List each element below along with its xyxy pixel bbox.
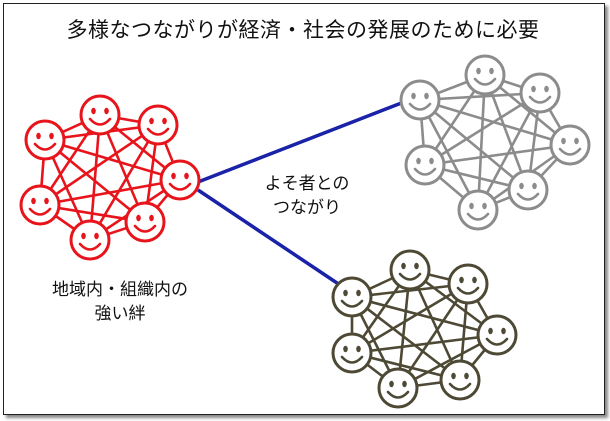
smiley-face-icon [69,219,111,261]
smiley-face-icon [519,72,561,114]
local-label-line2: 強い絆 [94,304,146,324]
smiley-face-icon [457,189,499,231]
smiley-face-icon [507,169,549,211]
bridge-line-to-gray-cluster [197,100,405,184]
smiley-face-icon [404,144,446,186]
cluster-edge [418,99,480,211]
smiley-face-icon [377,367,419,409]
cluster-edge [476,92,542,211]
smiley-face-icon [476,314,518,356]
cluster-edge [424,143,571,167]
cluster-edge [39,123,159,207]
smiley-face-icon [549,124,591,166]
cluster-edge [88,114,102,241]
local-label-line1: 地域内・組織内の [52,280,188,300]
smiley-face-icon [137,104,179,146]
smiley-face-icon [124,201,166,243]
smiley-face-icon [464,54,506,96]
smiley-face-icon [389,249,431,291]
cluster-edge [351,282,469,355]
smiley-face-icon [399,79,441,121]
outsider-connection-label: よそ者との つながり [232,172,382,220]
smiley-face-icon [447,263,489,305]
cluster-local [19,94,201,261]
cluster-edge [419,98,571,147]
cluster-edge [44,138,146,224]
cluster-edge [419,99,529,191]
smiley-face-icon [159,159,201,201]
smiley-face-icon [439,359,481,401]
bridge-line-to-olive-cluster [197,188,341,287]
bridge-lines [197,100,405,287]
outsider-label-line1: よそ者との [264,174,350,194]
smiley-face-icon [79,94,121,136]
cluster-edge [39,178,181,207]
cluster-edge [396,283,470,389]
smiley-face-icon [24,119,66,161]
cluster-edge [88,124,160,241]
smiley-face-icon [331,332,373,374]
cluster-edge [351,295,498,337]
smiley-face-icon [19,184,61,226]
cluster-edge [351,295,461,382]
cluster-edge [351,333,498,355]
diagram-title: 多様なつながりが経済・社会の発展のために必要 [66,18,540,42]
cluster-edge [44,138,181,182]
cluster-outsider-olive [331,249,518,409]
cluster-outsider-gray [399,54,591,231]
smiley-face-icon [331,276,373,318]
cluster-edge [424,91,541,167]
outsider-label-line2: つながり [273,198,341,218]
local-bond-label: 地域内・組織内の 強い絆 [20,278,220,326]
